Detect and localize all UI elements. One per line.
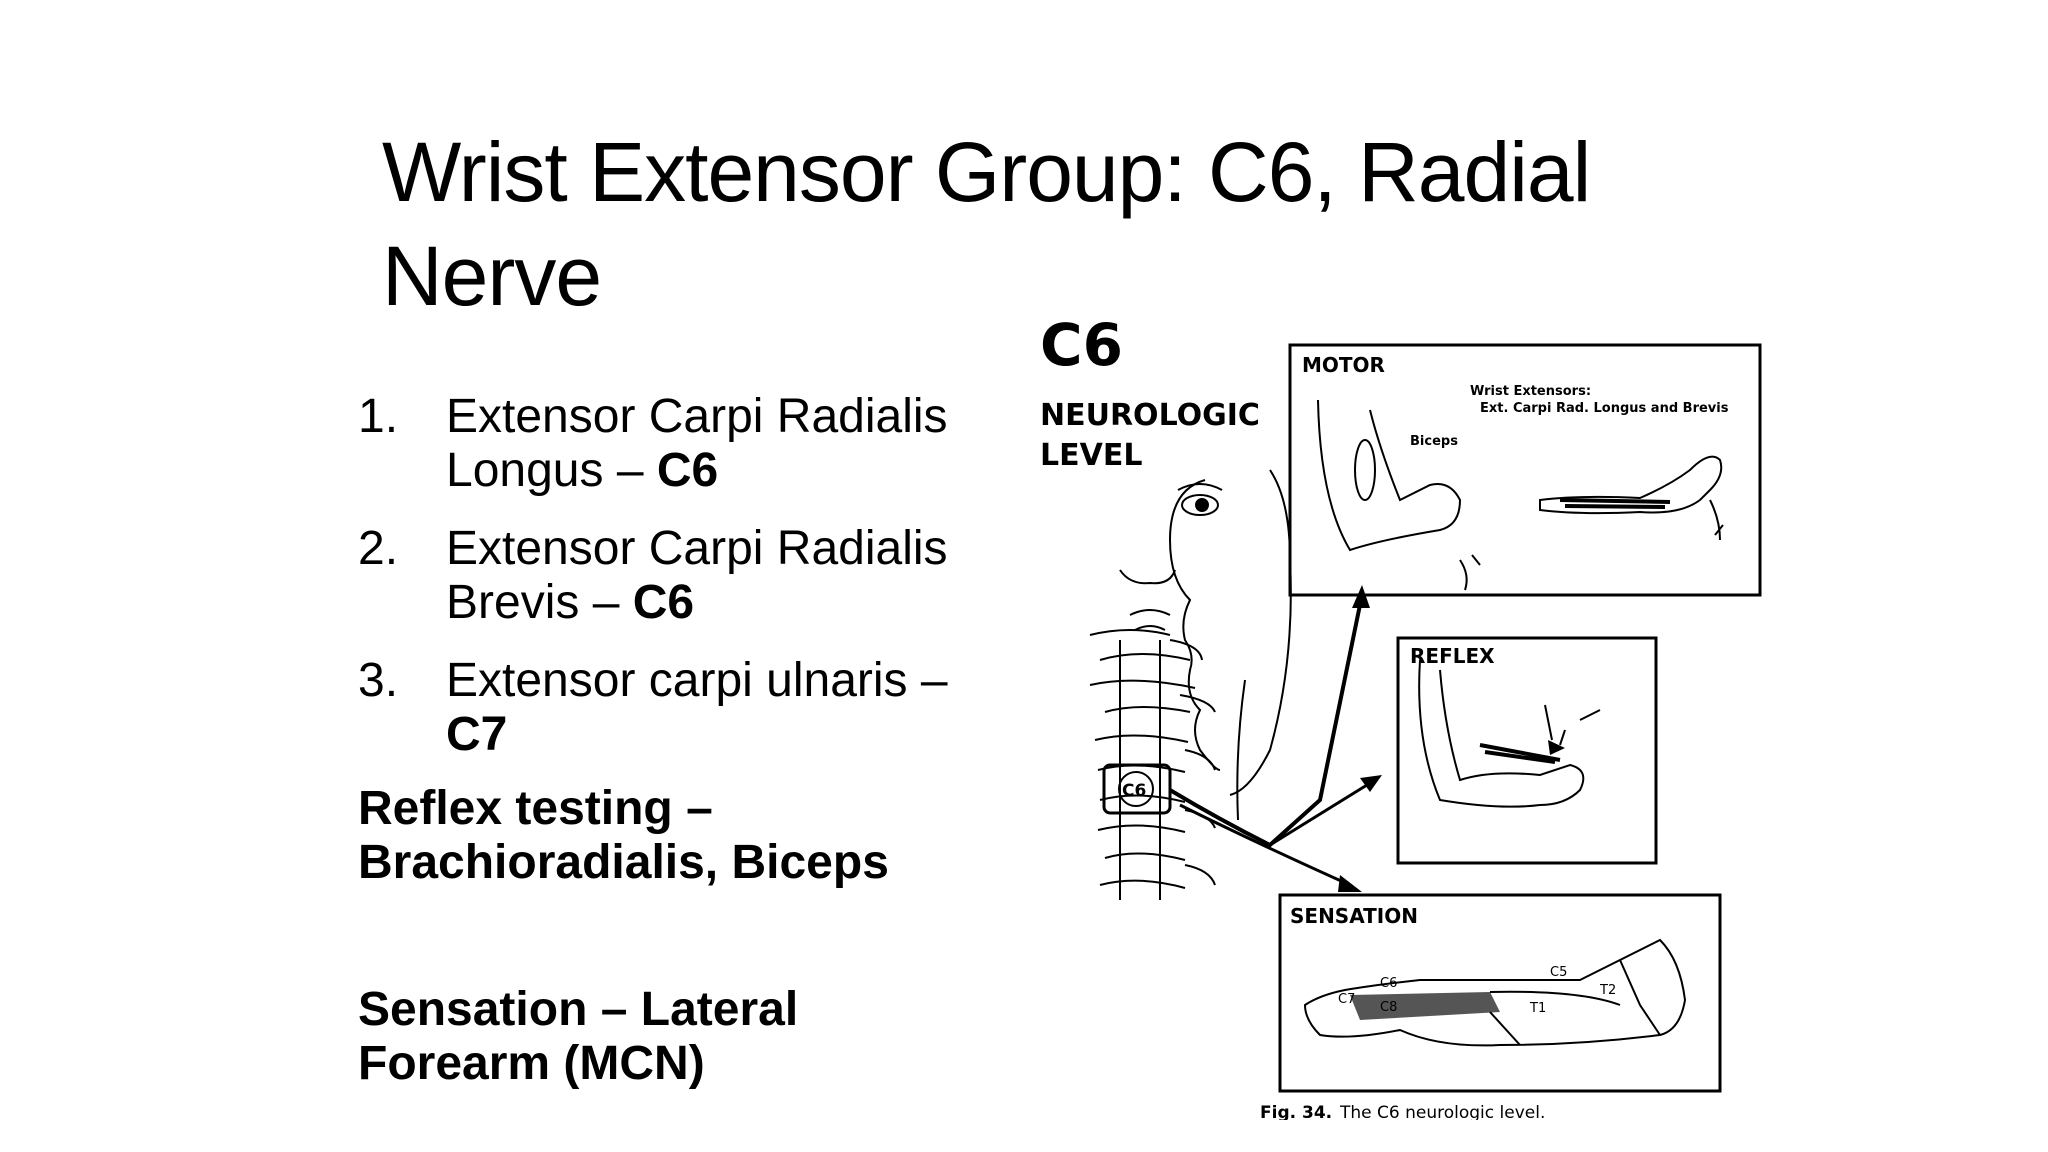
figure-subheading: LEVEL: [1040, 438, 1142, 473]
sensation-text: Sensation – Lateral Forearm (MCN): [358, 983, 799, 1090]
motor-note: Ext. Carpi Rad. Longus and Brevis: [1480, 401, 1729, 416]
biceps-label: Biceps: [1410, 434, 1458, 449]
reflex-testing-text: Reflex testing – Brachioradialis, Biceps: [358, 782, 889, 889]
list-text: Extensor carpi ulnaris –: [446, 654, 948, 707]
dermatome-label: C6: [1380, 976, 1397, 991]
dermatome-label: C7: [1338, 992, 1355, 1007]
list-number: 2.: [358, 522, 399, 575]
list-item: 1. Extensor Carpi Radialis Longus – C6: [358, 390, 998, 498]
list-text: Extensor Carpi Radialis Longus –: [446, 390, 948, 497]
motor-title: MOTOR: [1302, 353, 1385, 377]
dermatome-label: T2: [1599, 983, 1616, 998]
figure-caption-prefix: Fig. 34.: [1260, 1103, 1332, 1120]
muscle-list: 1. Extensor Carpi Radialis Longus – C6 2…: [358, 390, 998, 786]
list-level: C6: [656, 444, 719, 497]
list-number: 1.: [358, 390, 399, 443]
motor-note: Wrist Extensors:: [1470, 384, 1591, 399]
c6-neurologic-figure: C6 NEUROLOGIC LEVEL C6 MOTOR Wrist Exten…: [1020, 300, 1780, 1123]
figure-caption: The C6 neurologic level.: [1339, 1103, 1545, 1120]
list-item: 2. Extensor Carpi Radialis Brevis – C6: [358, 522, 998, 630]
vertebra-label: C6: [1122, 781, 1146, 801]
figure-subheading: NEUROLOGIC: [1040, 398, 1260, 433]
slide-title: Wrist Extensor Group: C6, Radial Nerve: [382, 125, 1591, 323]
list-number: 3.: [358, 654, 399, 707]
dermatome-label: C5: [1550, 965, 1567, 980]
sensation-title: SENSATION: [1290, 904, 1418, 928]
figure-heading: C6: [1040, 311, 1123, 379]
figure-illustration: C6 NEUROLOGIC LEVEL C6 MOTOR Wrist Exten…: [1040, 311, 1762, 1123]
list-level: C7: [446, 708, 508, 761]
list-level: C6: [632, 576, 695, 629]
list-item: 3. Extensor carpi ulnaris – C7: [358, 654, 998, 762]
list-text: Extensor Carpi Radialis Brevis –: [446, 522, 948, 629]
dermatome-label: C8: [1380, 1000, 1397, 1015]
dermatome-label: T1: [1529, 1001, 1546, 1016]
reflex-title: REFLEX: [1410, 644, 1495, 668]
